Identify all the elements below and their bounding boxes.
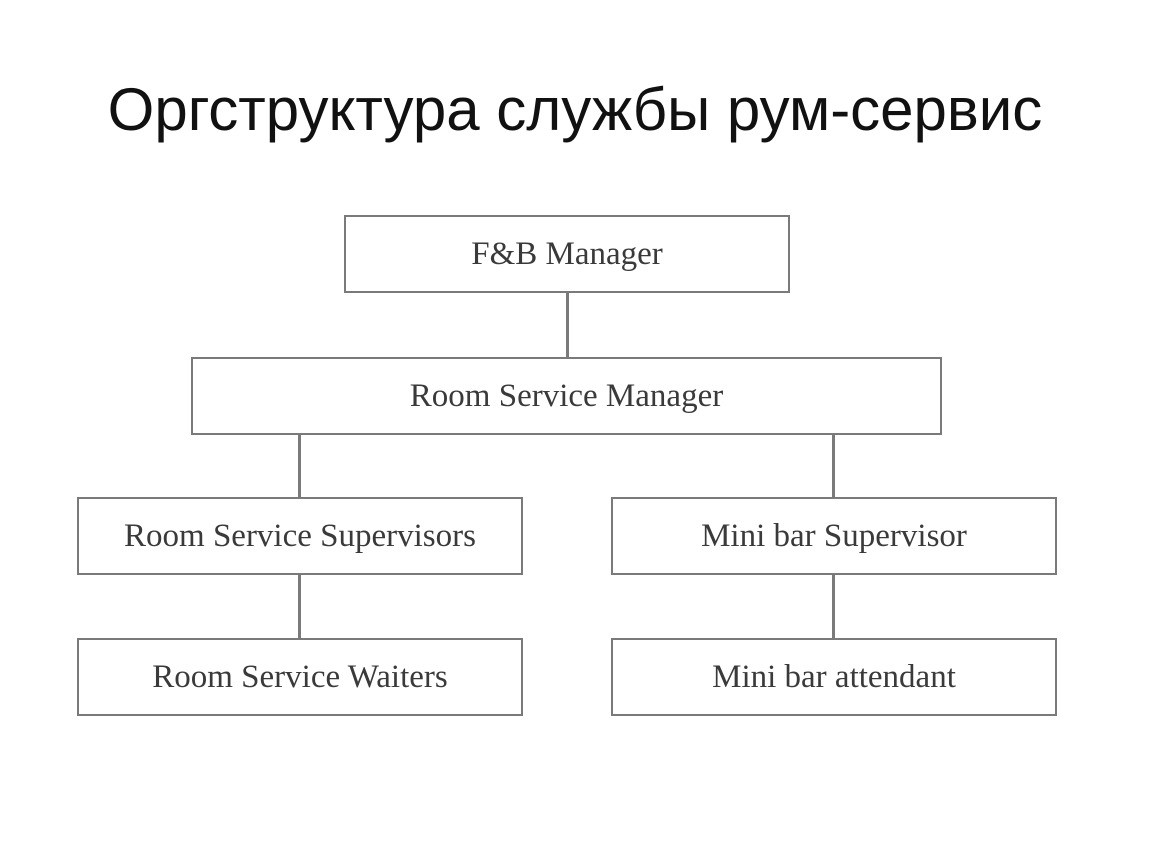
node-fb-manager: F&B Manager [344, 215, 790, 293]
node-mini-bar-attendant: Mini bar attendant [611, 638, 1057, 716]
connector-fb-to-rsm [566, 290, 569, 358]
connector-rsm-to-rs-supervisors [298, 432, 301, 498]
slide-title: Оргструктура службы рум-сервис [107, 76, 1043, 143]
connector-rsm-to-minibar-supervisor [832, 432, 835, 498]
connector-rs-supervisors-to-waiters [298, 573, 301, 639]
node-room-service-supervisors: Room Service Supervisors [77, 497, 523, 575]
node-mini-bar-supervisor: Mini bar Supervisor [611, 497, 1057, 575]
node-room-service-waiters: Room Service Waiters [77, 638, 523, 716]
connector-minibar-supervisor-to-attendant [832, 573, 835, 639]
node-room-service-manager: Room Service Manager [191, 357, 942, 435]
